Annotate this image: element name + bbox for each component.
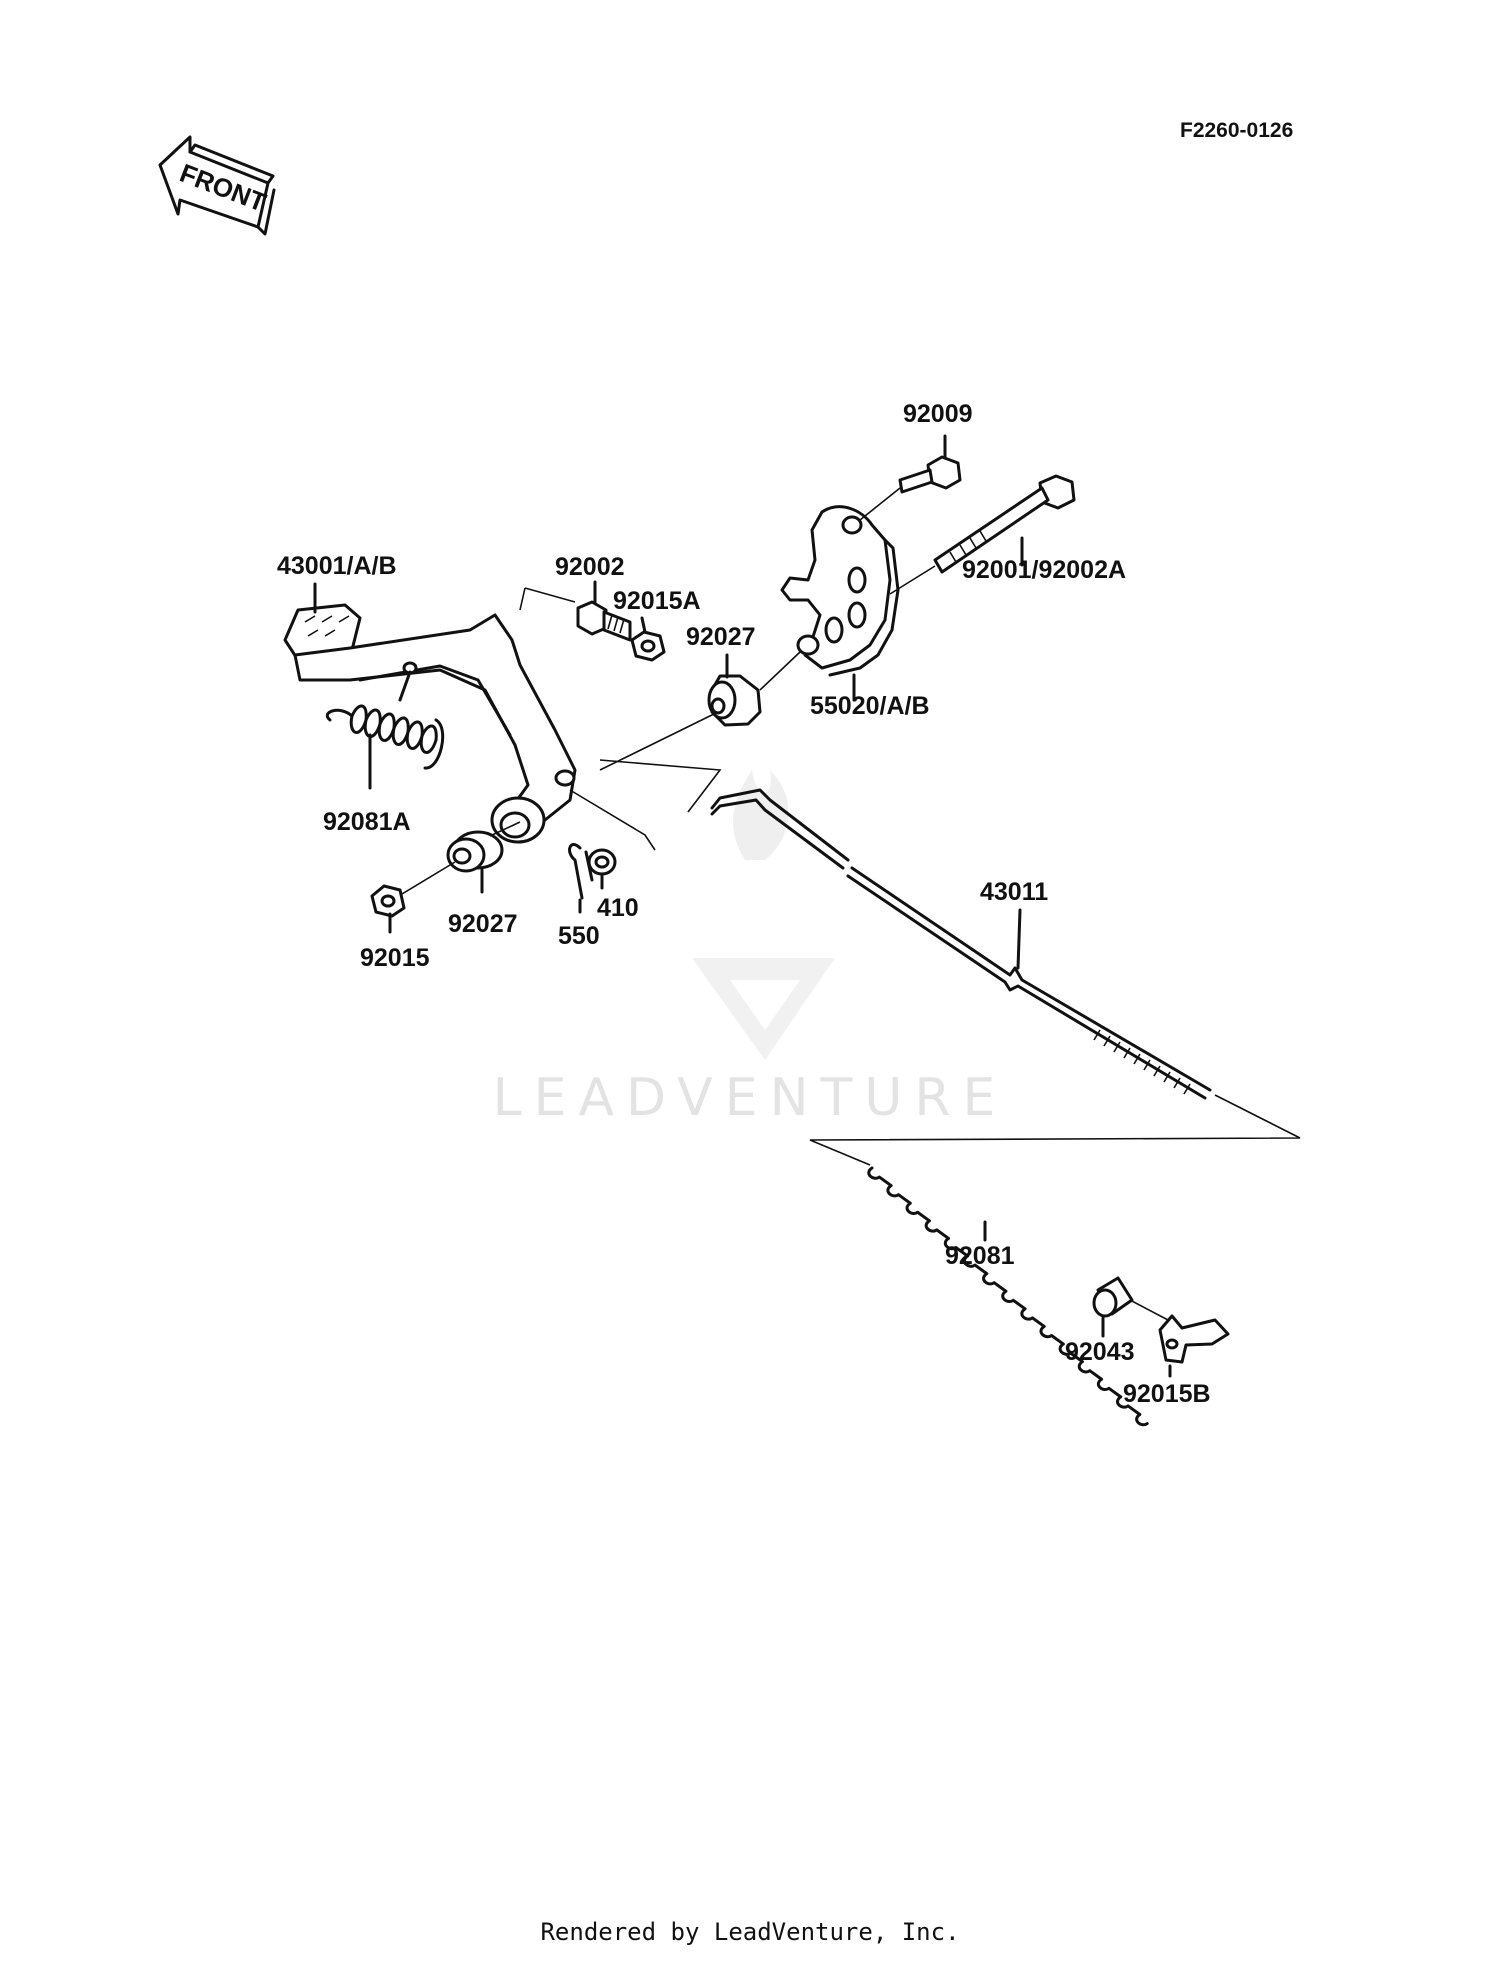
cotter-pin-550	[568, 843, 594, 900]
part-label-55020: 55020/A/B	[810, 692, 930, 720]
part-label-550: 550	[558, 922, 600, 950]
part-label-92081A: 92081A	[323, 808, 411, 836]
nut-92015A	[630, 630, 666, 662]
part-label-43011: 43011	[980, 878, 1048, 906]
bolt-92009	[859, 455, 962, 521]
part-label-92015A: 92015A	[613, 587, 701, 615]
part-label-92015: 92015	[360, 944, 430, 972]
collar-92027-bottom	[446, 821, 521, 873]
part-label-92015B: 92015B	[1123, 1380, 1211, 1408]
nut-92015	[370, 861, 456, 918]
brake-pedal	[283, 603, 577, 844]
part-label-92009: 92009	[903, 400, 973, 428]
bolt-92002	[576, 600, 632, 642]
part-label-92043: 92043	[1065, 1338, 1135, 1366]
part-label-92002: 92002	[555, 553, 625, 581]
part-label-92001: 92001/92002A	[962, 556, 1126, 584]
brake-rod	[710, 788, 1212, 1100]
watermark-text: LEADVENTURE	[493, 1068, 1008, 1128]
brake-rod-spring	[867, 1166, 1149, 1427]
joint-92043	[1092, 1276, 1169, 1321]
part-label-92081: 92081	[945, 1242, 1015, 1270]
part-label-92027-top: 92027	[686, 623, 756, 651]
collar-92027-top	[599, 651, 801, 771]
diagram-code: F2260-0126	[1180, 119, 1293, 142]
part-label-92027-bottom: 92027	[448, 910, 518, 938]
bolt-92001	[889, 474, 1076, 595]
wing-nut-92015B	[1158, 1314, 1230, 1364]
leader-43011	[1016, 908, 1022, 970]
front-arrow-icon: FRONT	[158, 135, 276, 236]
cam-lever	[780, 505, 900, 677]
part-label-43001: 43001/A/B	[277, 552, 397, 580]
part-label-410: 410	[597, 894, 639, 922]
washer-410	[587, 848, 617, 876]
leader-92015A	[640, 616, 647, 634]
footer-credit: Rendered by LeadVenture, Inc.	[540, 1918, 960, 1946]
return-spring-small	[326, 670, 445, 770]
